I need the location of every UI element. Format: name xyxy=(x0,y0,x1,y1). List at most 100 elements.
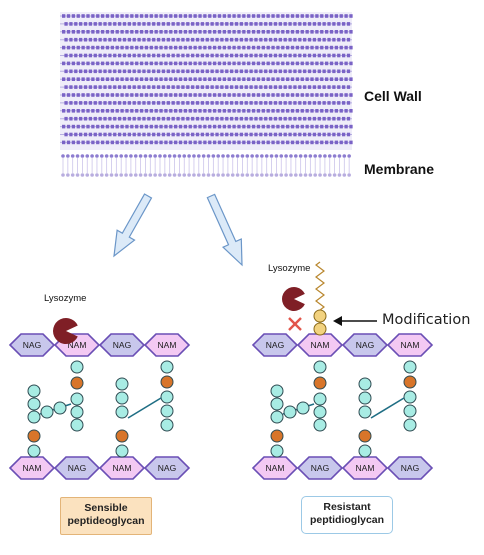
cell-wall-unit xyxy=(183,124,188,129)
cell-wall-unit xyxy=(164,77,168,81)
cell-wall-unit xyxy=(251,93,256,97)
lipid-head xyxy=(260,154,264,158)
cell-wall-unit xyxy=(149,109,153,113)
cell-wall-unit xyxy=(98,101,102,105)
cell-wall-unit xyxy=(174,45,178,50)
lipid-head xyxy=(318,154,322,158)
cell-wall-unit xyxy=(62,14,66,18)
lipid-head xyxy=(289,173,293,177)
modification-chain xyxy=(315,261,325,311)
cell-wall-unit xyxy=(71,30,76,34)
cell-wall-unit xyxy=(93,101,97,105)
lipid-head xyxy=(129,173,133,177)
cell-wall-unit xyxy=(200,22,205,26)
cell-wall-unit xyxy=(122,116,127,121)
cell-wall-unit xyxy=(303,116,307,121)
peptide-bead xyxy=(160,390,174,404)
cell-wall-unit xyxy=(96,93,100,97)
cell-wall-unit xyxy=(181,85,185,89)
peptide-bead xyxy=(70,360,84,374)
cell-wall-unit xyxy=(96,61,100,66)
cell-wall-unit xyxy=(105,30,110,34)
cell-wall-unit xyxy=(242,14,246,18)
cell-wall-unit xyxy=(79,132,83,137)
cell-wall-unit xyxy=(290,61,295,66)
lipid-head xyxy=(342,154,347,158)
cell-wall-unit xyxy=(205,53,209,58)
cell-wall-unit xyxy=(232,109,236,113)
cell-wall-unit xyxy=(247,45,251,50)
cell-wall-unit xyxy=(322,132,326,137)
cell-wall-unit xyxy=(66,14,71,18)
lipid-head xyxy=(323,173,327,177)
cell-wall-unit xyxy=(191,37,195,42)
cell-wall-unit xyxy=(349,124,353,129)
cell-wall-unit xyxy=(139,93,144,97)
cell-wall-unit xyxy=(273,37,278,42)
cell-wall-unit xyxy=(132,116,136,121)
lipid-head xyxy=(114,154,119,158)
cell-wall-unit xyxy=(286,140,290,145)
cell-wall-unit xyxy=(183,77,188,81)
cell-wall-unit xyxy=(149,124,153,129)
cell-wall-unit xyxy=(188,61,192,66)
peptide-bead xyxy=(313,360,327,374)
cell-wall-unit xyxy=(234,53,239,58)
cell-wall-unit xyxy=(149,30,153,34)
cell-wall-unit xyxy=(220,69,224,74)
cell-wall-unit xyxy=(166,37,170,42)
cell-wall-unit xyxy=(293,69,297,74)
lipid-head xyxy=(61,173,65,177)
lipid-head xyxy=(269,173,274,177)
cell-wall-unit xyxy=(127,37,132,42)
cell-wall-unit xyxy=(339,61,343,66)
cell-wall-unit xyxy=(307,53,312,58)
cell-wall-unit xyxy=(317,22,321,26)
cell-wall-unit xyxy=(317,85,321,89)
cell-wall-unit xyxy=(322,116,326,121)
cell-wall-unit xyxy=(244,85,248,89)
cell-wall-unit xyxy=(251,45,256,50)
cell-wall-unit xyxy=(108,53,112,58)
cell-wall-unit xyxy=(149,77,153,81)
bridge-bead xyxy=(283,405,297,419)
cell-wall-unit xyxy=(217,124,222,129)
cell-wall-unit xyxy=(256,109,261,113)
cell-wall-unit xyxy=(178,140,183,145)
cell-wall-unit xyxy=(83,53,88,58)
cell-wall-unit xyxy=(229,116,234,121)
cell-wall-unit xyxy=(98,37,102,42)
lysozyme-enzyme-left xyxy=(52,318,78,345)
cell-wall-unit xyxy=(215,22,219,26)
cell-wall-unit xyxy=(210,37,214,42)
cell-wall-unit xyxy=(74,116,78,121)
cell-wall-unit xyxy=(239,116,244,121)
cell-wall-unit xyxy=(273,69,278,74)
cell-wall-unit xyxy=(203,93,207,97)
cell-wall-unit xyxy=(86,30,90,34)
cell-wall-unit xyxy=(264,53,268,58)
cell-wall-unit xyxy=(88,101,93,105)
cell-wall-unit xyxy=(264,85,268,89)
cell-wall-unit xyxy=(115,93,119,97)
cell-wall-unit xyxy=(144,61,149,66)
cell-wall-unit xyxy=(322,53,326,58)
cell-wall-unit xyxy=(266,30,270,34)
cell-wall-unit xyxy=(198,77,202,81)
cell-wall-unit xyxy=(215,116,219,121)
cell-wall-unit xyxy=(203,109,207,113)
cell-wall-unit xyxy=(120,109,124,113)
cell-wall-unit xyxy=(159,61,163,66)
cell-wall-unit xyxy=(298,85,302,89)
cell-wall-unit xyxy=(191,116,195,121)
cell-wall-unit xyxy=(169,140,173,145)
cell-wall-unit xyxy=(144,93,149,97)
cell-wall-unit xyxy=(293,101,297,105)
cell-wall-unit xyxy=(98,132,102,137)
cell-wall-unit xyxy=(247,109,251,113)
cell-wall-unit xyxy=(91,30,95,34)
cell-wall-unit xyxy=(117,37,122,42)
cell-wall-unit xyxy=(176,22,180,26)
peptide-bead xyxy=(313,376,327,390)
cell-wall-unit xyxy=(261,30,265,34)
